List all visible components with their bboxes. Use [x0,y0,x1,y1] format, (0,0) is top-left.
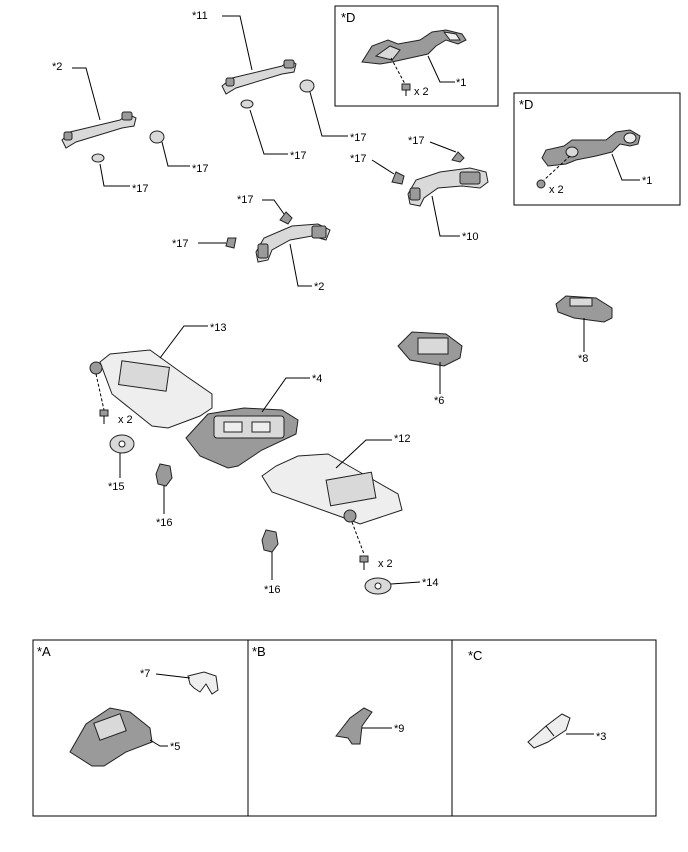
part-16 [155,463,173,487]
callout-2: *2 [52,61,62,73]
screw [359,555,369,570]
detail-box-tag: *C [468,648,482,663]
detail-box-tag: *A [37,644,51,659]
callout-5: *5 [170,741,180,753]
cap-17 [149,130,165,144]
clip-17 [240,99,254,109]
callout-part-1: *1 [456,77,466,89]
qty-label: x 2 [118,414,133,426]
part-6 [397,331,463,367]
cap-17 [279,211,293,225]
detail-box-tag: *B [252,644,266,659]
part-16 [261,529,279,553]
detail-box-d-right: *D x 2 *1 [513,92,681,206]
callout-17: *17 [237,194,254,206]
callout-17: *17 [408,135,425,147]
cap-17 [451,151,465,163]
part-8 [555,295,613,323]
assist-grip-d1 [361,29,467,65]
callout-3: *3 [596,731,606,743]
assist-grip-10 [407,167,489,207]
callout-10: *10 [462,231,479,243]
clip-17 [91,153,105,163]
assist-grip-2-middle [255,223,331,263]
sun-visor-13 [89,349,213,429]
assist-grip-d2 [541,129,641,167]
callout-7: *7 [140,668,150,680]
part-5 [69,707,153,767]
cap-17 [299,79,315,93]
screw-d2 [536,179,546,189]
assist-grip-2-upper [61,111,137,149]
screw-d1 [401,83,411,96]
part-15 [109,434,135,454]
part-7 [187,671,219,695]
callout-17: *17 [172,238,189,250]
detail-box-tag: *D [519,97,533,112]
detail-box-a: *A *7 *5 [37,644,219,767]
sun-visor-12 [261,453,403,525]
callout-17: *17 [132,183,149,195]
callout-17: *17 [350,132,367,144]
callout-15: *15 [108,481,125,493]
bottom-frame [32,639,657,817]
cap-17 [225,237,237,249]
cap-17 [391,171,405,185]
roof-console-4 [185,407,299,469]
callout-8: *8 [578,353,588,365]
callout-17: *17 [192,163,209,175]
callout-16: *16 [264,584,281,596]
part-3 [527,713,571,749]
callout-14: *14 [422,577,439,589]
callout-16: *16 [156,517,173,529]
qty-label: x 2 [414,86,429,98]
callout-2: *2 [314,281,324,293]
callout-9: *9 [394,723,404,735]
qty-label: x 2 [378,558,393,570]
callout-12: *12 [394,433,411,445]
callout-13: *13 [210,322,227,334]
callout-17: *17 [290,150,307,162]
detail-box-b: *B *9 [252,644,404,745]
part-9 [335,707,373,745]
detail-box-c: *C *3 [468,648,606,749]
callout-11: *11 [192,10,208,22]
callout-6: *6 [434,395,444,407]
callout-4: *4 [312,373,322,385]
detail-box-d-upper: *D x 2 *1 [334,5,499,107]
part-14 [364,577,392,595]
assist-grip-11 [221,59,297,95]
screw [99,409,109,424]
callout-part-1: *1 [642,175,652,187]
detail-box-tag: *D [341,10,355,25]
qty-label: x 2 [549,184,564,196]
callout-17: *17 [350,153,367,165]
